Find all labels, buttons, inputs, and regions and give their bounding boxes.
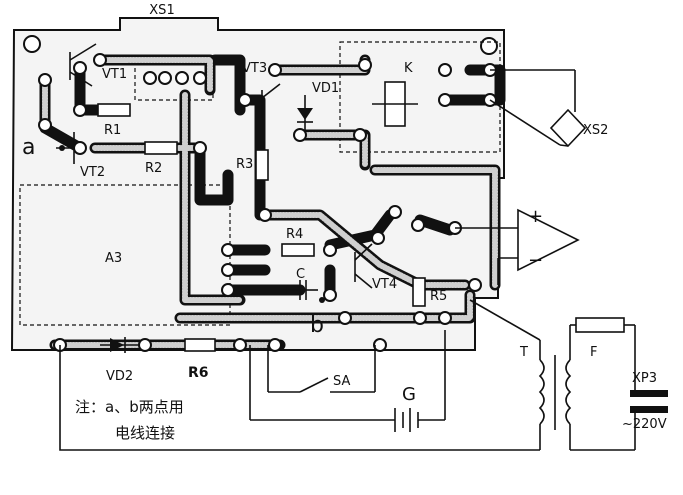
r6-resistor <box>184 338 216 352</box>
label-k: K <box>404 61 413 76</box>
point-a-dot <box>59 145 65 151</box>
label-a: a <box>22 135 35 160</box>
label-f: F <box>590 345 597 360</box>
label-xs1: XS1 <box>149 3 174 18</box>
label-r4: R4 <box>286 227 303 242</box>
label-xp3: XP3 <box>632 371 657 386</box>
transformer-t <box>469 299 572 450</box>
label-xs2: XS2 <box>583 123 608 138</box>
label-r5: R5 <box>430 289 447 304</box>
vt4-transistor <box>354 243 373 289</box>
note-line-2: 电线连接 <box>115 424 175 442</box>
switch-sa <box>267 345 376 393</box>
vt3-transistor <box>261 83 281 118</box>
label-opamp-minus: − <box>528 250 543 271</box>
label-r2: R2 <box>145 161 162 176</box>
mounting-hole <box>480 37 498 55</box>
plug-xp3 <box>630 390 668 413</box>
label-vd1: VD1 <box>312 81 339 96</box>
vt1-transistor <box>69 43 97 87</box>
r5-resistor <box>412 277 426 307</box>
label-r6: R6 <box>188 365 209 381</box>
mounting-hole <box>23 35 41 53</box>
vd1-diode <box>297 95 313 130</box>
vd2-diode <box>100 337 140 353</box>
label-g: G <box>402 384 416 405</box>
label-vt4: VT4 <box>372 277 397 292</box>
r1-resistor <box>97 103 131 117</box>
label-a3: A3 <box>105 251 122 266</box>
battery-g <box>249 330 446 432</box>
label-b: b <box>310 313 324 338</box>
xs2-socket <box>489 69 587 148</box>
label-vt1: VT1 <box>102 67 127 82</box>
label-vd2: VD2 <box>106 369 133 384</box>
fuse-f <box>569 317 636 451</box>
label-220v: ~220V <box>622 417 667 432</box>
label-t: T <box>519 345 528 360</box>
label-sa: SA <box>333 374 350 389</box>
label-r3: R3 <box>236 157 253 172</box>
opamp-a3 <box>455 208 580 285</box>
point-b-dot <box>319 297 325 303</box>
relay-region <box>339 41 501 153</box>
label-r1: R1 <box>104 123 121 138</box>
note-line-1: 注：a、b两点用 <box>75 398 184 416</box>
pads <box>38 53 497 352</box>
r4-resistor <box>281 243 315 257</box>
label-c: C <box>296 267 305 282</box>
capacitor-c <box>290 280 318 300</box>
label-vt3: VT3 <box>242 61 267 76</box>
r3-resistor <box>255 149 269 181</box>
r2-resistor <box>144 141 178 155</box>
label-vt2: VT2 <box>80 165 105 180</box>
label-c-plus: + <box>282 283 293 298</box>
label-opamp-plus: + <box>528 206 543 227</box>
supply-wire <box>59 345 540 451</box>
